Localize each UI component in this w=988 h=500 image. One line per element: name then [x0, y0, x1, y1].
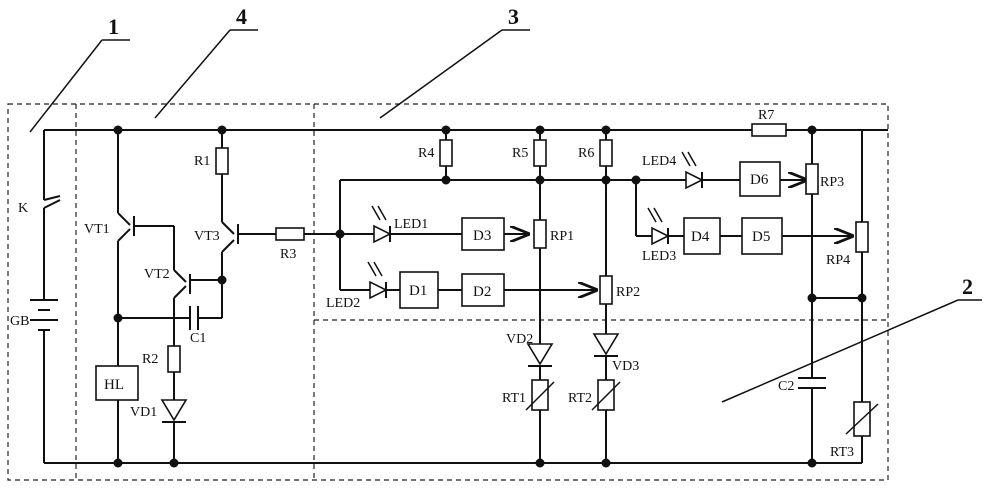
label-led1: LED1: [394, 217, 428, 232]
label-c1: C1: [190, 331, 206, 346]
label-vt3: VT3: [194, 229, 220, 244]
led-led3: [651, 226, 670, 246]
label-vd1: VD1: [130, 405, 157, 420]
sensor-module: VD2 RT1 VD3 RT2 C2 RT3: [502, 298, 879, 463]
diode-vd2: [526, 343, 554, 366]
resistor-r5: [533, 139, 547, 167]
label-led4: LED4: [642, 154, 676, 169]
led-led4: [685, 170, 704, 190]
label-led2: LED2: [326, 296, 360, 311]
label-r4: R4: [418, 146, 434, 161]
label-rt3: RT3: [830, 445, 854, 460]
label-c2: C2: [778, 379, 794, 394]
label-vt2: VT2: [144, 267, 170, 282]
label-rp2: RP2: [616, 285, 640, 300]
flasher-module: VT1 VT2 R1 VT3 R3 C1 R2: [84, 130, 340, 463]
outer-boundary: [7, 103, 889, 481]
label-d2: D2: [473, 284, 491, 300]
lamp-hl: [95, 365, 139, 401]
potentiometer-rp4: [855, 221, 869, 253]
resistor-r4: [439, 139, 453, 167]
led-led2: [369, 280, 388, 300]
resistor-r7: [751, 123, 787, 137]
logic-module: R4 LED1 D3 LED2 D1 D2 R5 RP1: [326, 108, 869, 344]
power-module: K GB: [10, 130, 61, 463]
label-r2: R2: [142, 352, 158, 367]
label-k: K: [18, 201, 28, 216]
diode-vd1: [160, 399, 188, 422]
battery-gb: [30, 299, 58, 331]
potentiometer-rp1: [533, 219, 547, 249]
label-d3: D3: [473, 228, 491, 244]
callout-1: 1: [108, 14, 119, 39]
label-d6: D6: [750, 172, 769, 188]
label-d4: D4: [691, 229, 710, 245]
module-boundaries: [7, 103, 889, 481]
callout-3: 3: [508, 4, 519, 29]
label-rt1: RT1: [502, 391, 526, 406]
junctions: [113, 125, 867, 468]
label-d5: D5: [752, 229, 770, 245]
block-d6: [739, 161, 781, 197]
label-gb: GB: [10, 314, 29, 329]
resistor-r2: [167, 345, 181, 373]
label-r3: R3: [280, 247, 296, 262]
block-d5: [741, 217, 783, 255]
resistor-r3: [275, 227, 305, 241]
callout-4: 4: [236, 4, 247, 29]
label-rp3: RP3: [820, 175, 844, 190]
label-led3: LED3: [642, 249, 676, 264]
label-r5: R5: [512, 146, 528, 161]
label-r6: R6: [578, 146, 594, 161]
diode-vd3: [592, 333, 620, 356]
block-d2: [461, 273, 505, 307]
resistor-r6: [599, 139, 613, 167]
label-vd2: VD2: [506, 332, 533, 347]
callout-2: 2: [962, 274, 973, 299]
label-rp4: RP4: [826, 253, 850, 268]
label-vt1: VT1: [84, 222, 110, 237]
label-rt2: RT2: [568, 391, 592, 406]
label-r7: R7: [758, 108, 774, 123]
label-vd3: VD3: [612, 359, 639, 374]
potentiometer-rp2: [599, 275, 613, 305]
label-hl: HL: [104, 377, 124, 393]
label-r1: R1: [194, 154, 210, 169]
switch-k[interactable]: [43, 195, 61, 201]
label-rp1: RP1: [550, 229, 574, 244]
potentiometer-rp3: [805, 163, 819, 195]
resistor-r1: [215, 147, 229, 175]
led-led1: [373, 224, 392, 244]
label-d1: D1: [409, 283, 427, 299]
block-d1: [399, 271, 439, 309]
callouts: 1 4 3 2: [29, 4, 982, 403]
block-d4: [683, 217, 721, 255]
